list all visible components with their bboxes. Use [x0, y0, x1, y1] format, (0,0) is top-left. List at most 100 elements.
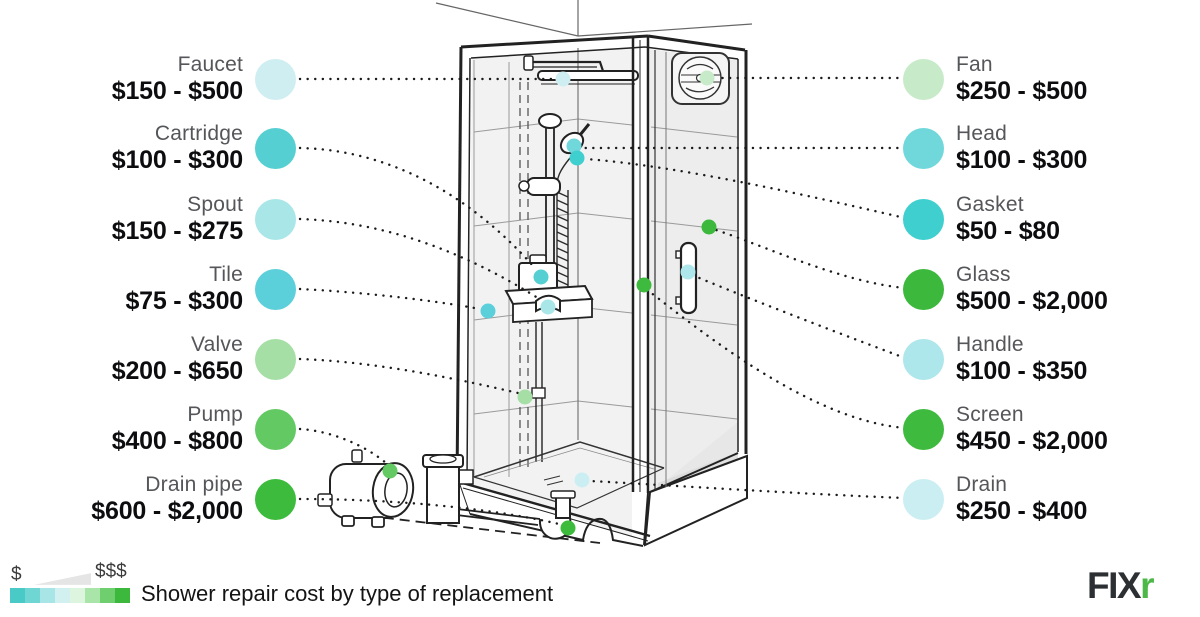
part-text: Drain $250 - $400	[956, 473, 1087, 526]
ceiling-lines	[435, 0, 753, 37]
part-anchor-dots	[382, 70, 717, 536]
valve-dot	[517, 389, 533, 405]
part-color-circle	[255, 198, 296, 240]
leader-spout	[298, 217, 543, 302]
part-color-circle	[255, 268, 296, 310]
screen-dot	[636, 277, 652, 293]
part-row-glass: Glass $500 - $2,000	[903, 256, 1193, 322]
legend-swatch-2	[40, 588, 55, 603]
leader-tile	[298, 287, 482, 311]
faucet-dot	[555, 71, 571, 87]
enclosure-frame	[455, 34, 748, 493]
part-label: Drain pipe	[145, 472, 243, 496]
part-price: $50 - $80	[956, 216, 1060, 245]
part-text: Glass $500 - $2,000	[956, 263, 1108, 316]
leader-screen	[648, 290, 907, 430]
legend-swatch-6	[100, 588, 115, 603]
part-color-circle	[255, 58, 296, 100]
part-price: $75 - $300	[125, 286, 243, 315]
head-dot	[566, 138, 582, 154]
legend-swatch-3	[55, 588, 70, 603]
part-row-drain: Drain $250 - $400	[903, 466, 1193, 532]
part-label: Spout	[187, 192, 243, 216]
leader-pump	[298, 427, 388, 465]
infographic-title: Shower repair cost by type of replacemen…	[141, 581, 554, 606]
part-label: Gasket	[956, 192, 1024, 216]
part-label: Fan	[956, 52, 993, 76]
part-row-cartridge: Cartridge $100 - $300	[48, 115, 296, 181]
part-label: Drain	[956, 472, 1008, 496]
leader-handle	[695, 275, 907, 360]
part-row-pump: Pump $400 - $800	[48, 396, 296, 462]
part-row-screen: Screen $450 - $2,000	[903, 396, 1193, 462]
part-text: Screen $450 - $2,000	[956, 403, 1108, 456]
legend-swatch-1	[25, 588, 40, 603]
legend-swatch-7	[115, 588, 130, 603]
part-text: Pump $400 - $800	[112, 403, 243, 456]
part-row-spout: Spout $150 - $275	[48, 186, 296, 252]
leader-glass	[714, 228, 907, 290]
part-text: Drain pipe $600 - $2,000	[91, 473, 243, 526]
leader-valve	[298, 357, 520, 395]
part-row-valve: Valve $200 - $650	[48, 326, 296, 392]
part-row-tile: Tile $75 - $300	[48, 256, 296, 322]
part-text: Head $100 - $300	[956, 122, 1087, 175]
part-price: $450 - $2,000	[956, 426, 1108, 455]
fixr-logo: FIXr	[1087, 565, 1154, 606]
part-text: Gasket $50 - $80	[956, 193, 1060, 246]
part-label: Handle	[956, 332, 1024, 356]
legend-wedge	[34, 573, 91, 585]
part-label: Tile	[209, 262, 243, 286]
cartridge-dot	[533, 269, 549, 285]
part-row-faucet: Faucet $150 - $500	[48, 46, 296, 112]
part-price: $100 - $300	[956, 145, 1088, 174]
logo-text-main: FIX	[1087, 565, 1142, 606]
legend-swatch-5	[85, 588, 100, 603]
part-color-circle	[903, 408, 944, 450]
handle-dot	[680, 264, 696, 280]
logo-text-accent: r	[1140, 565, 1154, 606]
drain-pipe-dot	[560, 520, 576, 536]
leader-lines	[298, 76, 907, 526]
legend-high-label: $$$	[95, 561, 127, 582]
part-color-circle	[903, 58, 944, 100]
part-label: Glass	[956, 262, 1011, 286]
tile-dot	[480, 303, 496, 319]
fan-dot	[699, 70, 715, 86]
part-text: Cartridge $100 - $300	[112, 122, 243, 175]
legend-swatch-4	[70, 588, 85, 603]
pump-assembly	[317, 449, 601, 544]
glass-dot	[701, 219, 717, 235]
part-color-circle	[903, 198, 944, 240]
legend-swatch-0	[10, 588, 25, 603]
part-text: Valve $200 - $650	[112, 333, 243, 386]
part-price: $150 - $500	[111, 76, 243, 105]
part-color-circle	[255, 338, 296, 380]
gasket-dot	[569, 150, 585, 166]
tray-floor	[473, 441, 665, 509]
part-color-circle	[255, 408, 296, 450]
part-label: Valve	[191, 332, 243, 356]
part-price: $250 - $400	[956, 496, 1088, 525]
pump-dot	[382, 463, 398, 479]
part-price: $200 - $650	[111, 356, 243, 385]
part-price: $250 - $500	[956, 76, 1088, 105]
part-price: $600 - $2,000	[91, 496, 243, 525]
part-text: Fan $250 - $500	[956, 53, 1087, 106]
part-label: Head	[956, 121, 1008, 145]
legend-gradient-bar	[10, 588, 130, 603]
part-text: Spout $150 - $275	[112, 193, 243, 246]
legend-low-label: $	[11, 564, 22, 585]
part-color-circle	[903, 478, 944, 520]
part-price: $500 - $2,000	[956, 286, 1108, 315]
part-text: Faucet $150 - $500	[112, 53, 243, 106]
part-label: Screen	[956, 402, 1024, 426]
part-text: Handle $100 - $350	[956, 333, 1087, 386]
part-label: Cartridge	[154, 121, 243, 145]
part-row-gasket: Gasket $50 - $80	[903, 186, 1193, 252]
drain-dot	[574, 472, 590, 488]
part-row-drain_pipe: Drain pipe $600 - $2,000	[48, 466, 296, 532]
part-color-circle	[903, 127, 944, 169]
